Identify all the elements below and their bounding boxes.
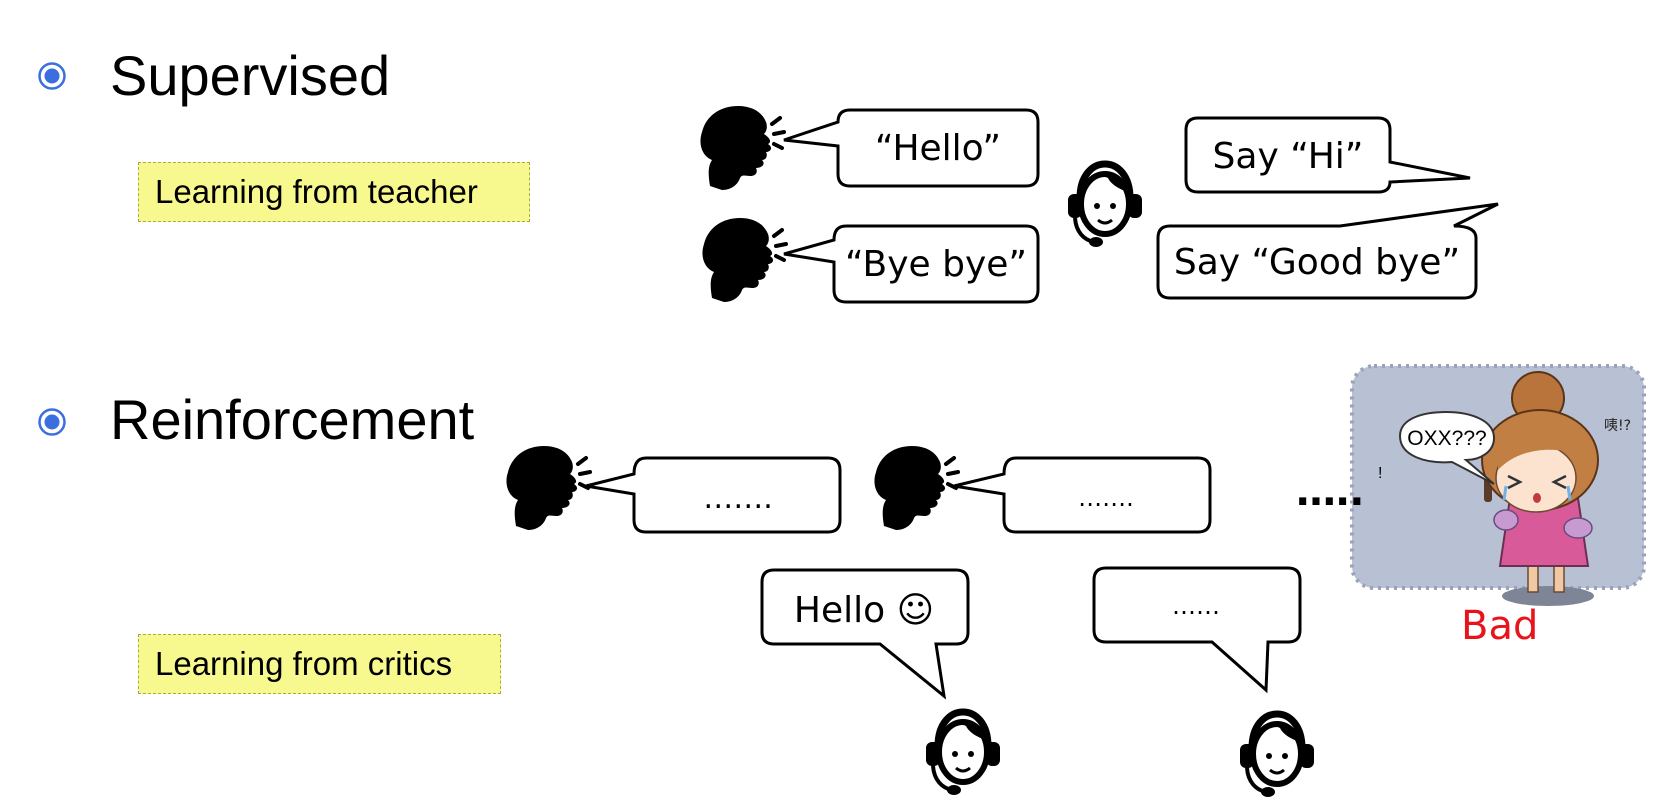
speaking-head-icon — [872, 444, 960, 532]
speech-bubble-user: ……. — [585, 456, 842, 534]
bullet-icon — [38, 408, 66, 436]
bubble-text: “Bye bye” — [845, 244, 1027, 285]
anime-critic-girl-image: OXX??? ! 咦!? — [1350, 364, 1646, 606]
speech-bubble-user: “Bye bye” — [783, 224, 1040, 304]
critic-speech: OXX??? — [1407, 427, 1486, 450]
critic-side-text: 咦!? — [1604, 418, 1631, 434]
speech-bubble-user: “Hello” — [783, 108, 1040, 188]
section-title-supervised: Supervised — [110, 44, 391, 107]
bubble-text: Say “Good bye” — [1174, 242, 1460, 283]
headset-agent-icon — [1068, 164, 1142, 247]
section-title-reinforcement: Reinforcement — [110, 388, 475, 451]
bubble-text: Hello ☺ — [794, 590, 934, 631]
headset-agent-icon — [1240, 714, 1314, 797]
speech-bubble-agent: Hello ☺ — [760, 568, 970, 700]
bubble-text: …… — [1172, 592, 1220, 620]
speaking-head-icon — [698, 104, 786, 192]
speech-bubble-agent: …… — [1092, 566, 1302, 694]
note-reinforcement: Learning from critics — [138, 634, 501, 694]
bubble-text: Say “Hi” — [1213, 136, 1364, 177]
bubble-text: ……. — [703, 481, 773, 516]
speaking-head-icon — [700, 216, 788, 304]
bullet-icon — [38, 62, 66, 90]
critic-verdict: Bad — [1461, 603, 1539, 649]
speaking-head-icon — [504, 444, 592, 532]
critic-mark: ! — [1378, 465, 1382, 482]
speech-bubble-teacher: Say “Good bye” — [1156, 202, 1499, 300]
trailing-ellipsis: ….. — [1296, 469, 1364, 515]
speech-bubble-user: ……. — [953, 456, 1212, 534]
speech-bubble-teacher: Say “Hi” — [1184, 116, 1471, 194]
bubble-text: “Hello” — [875, 128, 1001, 169]
note-supervised: Learning from teacher — [138, 162, 530, 222]
bubble-text: ……. — [1078, 484, 1134, 512]
headset-agent-icon — [926, 712, 1000, 795]
